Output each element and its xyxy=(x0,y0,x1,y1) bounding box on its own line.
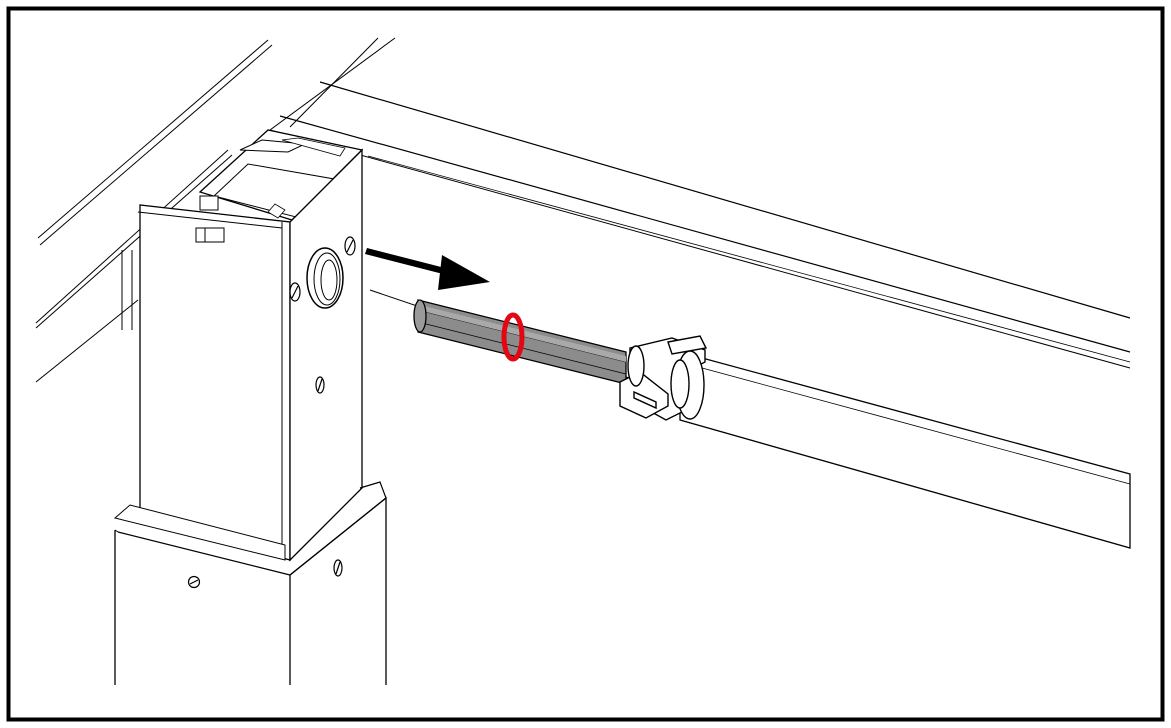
desktop-outline xyxy=(35,37,396,383)
coupling-collar xyxy=(619,335,708,421)
shaft-opening xyxy=(306,247,344,309)
leg-lower-column xyxy=(113,481,387,685)
arrow-right-icon xyxy=(365,248,490,290)
screw-hole-icon xyxy=(187,559,343,589)
screw-hole-icon xyxy=(289,236,356,394)
leg-upper-housing xyxy=(121,129,364,562)
red-ring-marker-icon xyxy=(501,312,525,362)
